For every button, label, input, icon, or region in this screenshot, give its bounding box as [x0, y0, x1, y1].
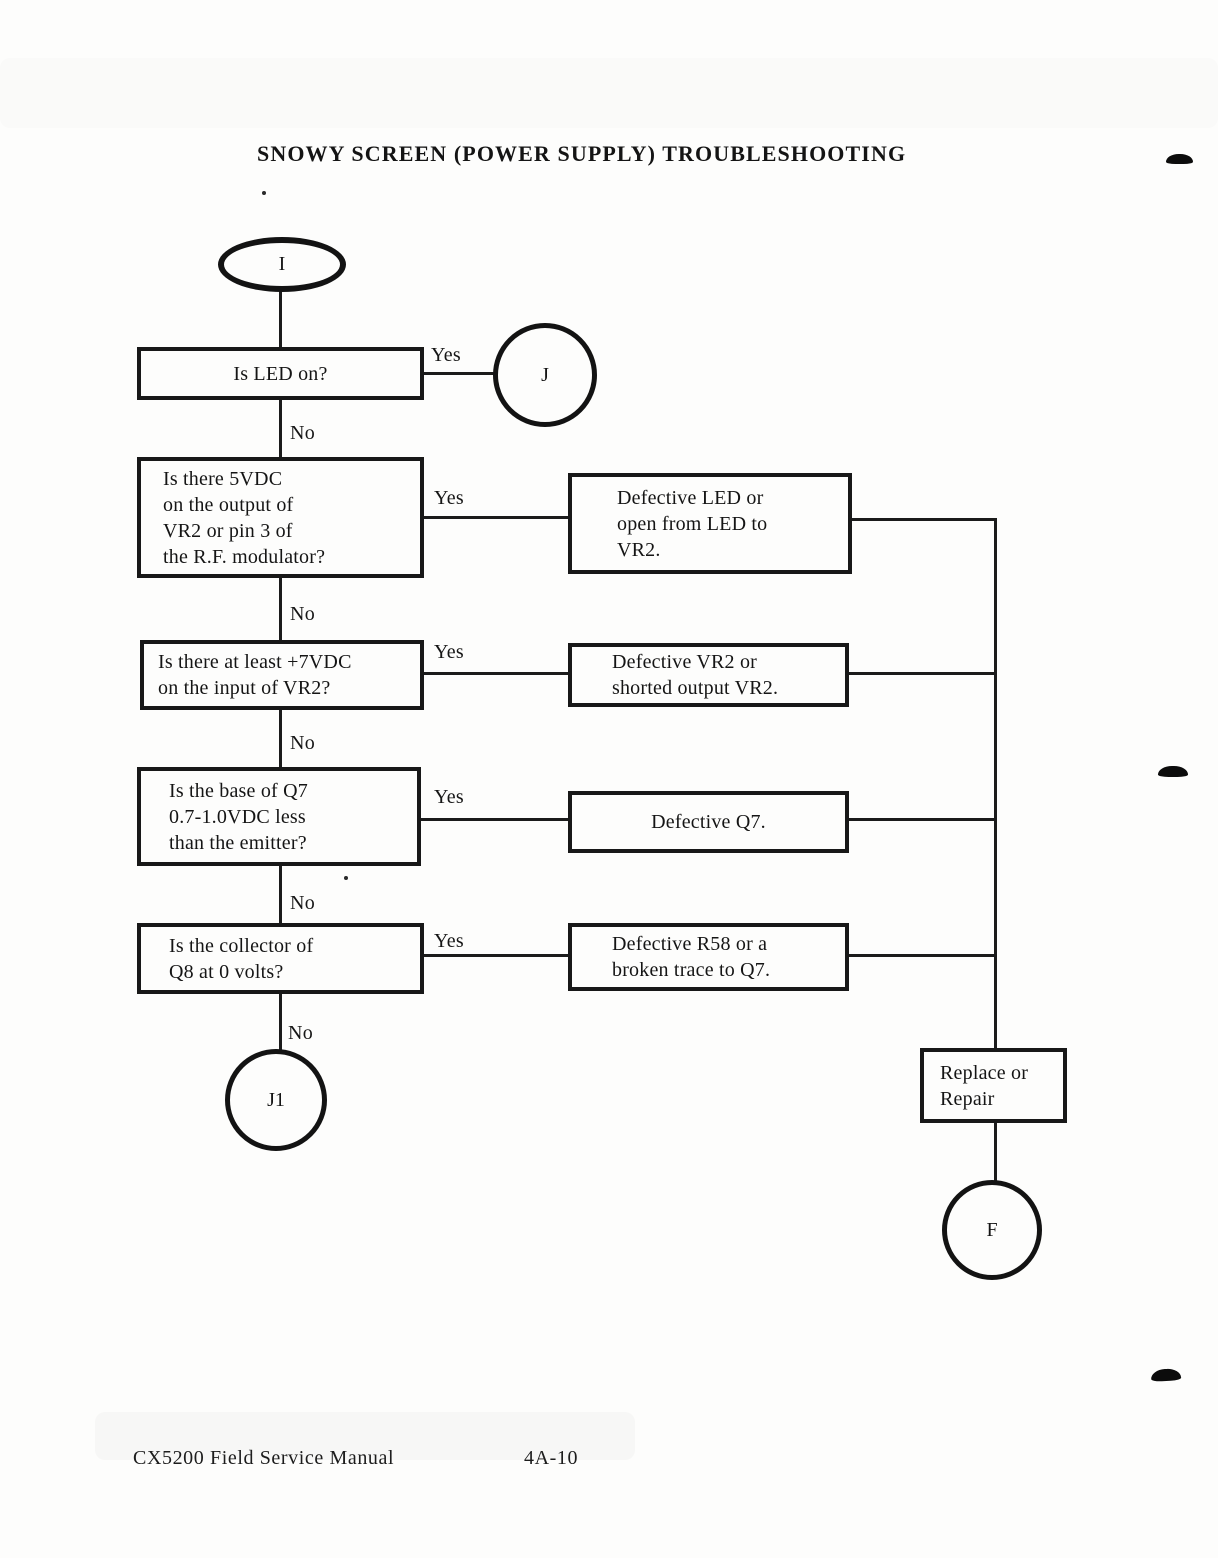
decision-line: Is the base of Q7	[169, 779, 308, 802]
page-title: SNOWY SCREEN (POWER SUPPLY) TROUBLESHOOT…	[257, 141, 907, 166]
footer-page-number: 4A-10	[524, 1447, 579, 1469]
action-line: Repair	[940, 1087, 995, 1110]
connector-no-3	[279, 706, 282, 769]
connector-no-1	[279, 398, 282, 459]
ink-speck	[344, 876, 348, 880]
terminal-f-label: F	[986, 1218, 998, 1241]
no-label: No	[290, 892, 316, 914]
no-label: No	[290, 422, 316, 444]
decision-box-q8-collector: Is the collector of Q8 at 0 volts?	[137, 923, 424, 994]
action-line: Replace or	[940, 1061, 1029, 1084]
fault-line: shorted output VR2.	[612, 677, 779, 699]
decision-box-5vdc: Is there 5VDC on the output of VR2 or pi…	[137, 457, 424, 578]
decision-line: the R.F. modulator?	[163, 545, 326, 568]
terminal-j: J	[493, 323, 597, 427]
terminal-start: I	[218, 237, 346, 292]
fault-line: Defective R58 or a	[612, 933, 768, 955]
connector-no-4	[279, 863, 282, 925]
no-label: No	[290, 732, 316, 754]
fault-line: Defective VR2 or	[612, 651, 758, 673]
yes-label: Yes	[434, 786, 465, 808]
decision-line: Is there 5VDC	[163, 467, 283, 490]
binder-mark	[1158, 766, 1188, 777]
terminal-start-label: I	[278, 253, 286, 275]
yes-label: Yes	[434, 930, 465, 952]
footer-manual-name: CX5200 Field Service Manual	[133, 1447, 395, 1469]
binder-mark	[1166, 154, 1193, 164]
terminal-f: F	[942, 1180, 1042, 1280]
fault-line: open from LED to	[617, 512, 768, 535]
decision-line: Q8 at 0 volts?	[169, 960, 284, 983]
decision-line: Is the collector of	[169, 934, 314, 957]
action-box-replace-repair: Replace or Repair	[920, 1048, 1067, 1123]
connector-start-to-led	[279, 289, 282, 349]
connector-yes-3	[422, 672, 570, 675]
scan-shading	[95, 1412, 635, 1460]
connector-yes-1	[422, 372, 496, 375]
decision-line: than the emitter?	[169, 831, 307, 854]
no-label: No	[288, 1022, 314, 1044]
decision-line: on the output of	[163, 493, 294, 516]
connector-no-2	[279, 576, 282, 642]
yes-label: Yes	[434, 641, 465, 663]
connector-fault-3-out	[846, 818, 997, 821]
ink-speck	[262, 191, 266, 195]
connector-action-to-f	[994, 1120, 997, 1182]
decision-line: 0.7-1.0VDC less	[169, 805, 306, 828]
fault-line: broken trace to Q7.	[612, 959, 771, 981]
terminal-j1-label: J1	[267, 1088, 285, 1111]
fault-line: Defective Q7.	[651, 811, 766, 833]
decision-box-led-on: Is LED on?	[137, 347, 424, 400]
binder-mark	[1150, 1368, 1182, 1382]
connector-fault-4-out	[846, 954, 997, 957]
decision-line: on the input of VR2?	[158, 677, 331, 699]
fault-box-q7: Defective Q7.	[568, 791, 849, 853]
scan-shading	[0, 58, 1218, 128]
yes-label: Yes	[434, 487, 465, 509]
connector-fault-2-out	[846, 672, 997, 675]
decision-box-q7-base: Is the base of Q7 0.7-1.0VDC less than t…	[137, 767, 421, 866]
fault-box-led: Defective LED or open from LED to VR2.	[568, 473, 852, 574]
decision-line: Is LED on?	[233, 362, 328, 385]
fault-box-r58: Defective R58 or a broken trace to Q7.	[568, 923, 849, 991]
fault-line: Defective LED or	[617, 486, 764, 509]
connector-no-5	[279, 991, 282, 1052]
fault-line: VR2.	[617, 538, 661, 561]
connector-yes-2	[422, 516, 570, 519]
connector-right-trunk	[994, 518, 997, 1050]
decision-line: Is there at least +7VDC	[158, 651, 352, 673]
fault-box-vr2: Defective VR2 or shorted output VR2.	[568, 643, 849, 707]
decision-line: VR2 or pin 3 of	[163, 519, 293, 542]
connector-yes-5	[422, 954, 570, 957]
connector-fault-1-out	[848, 518, 997, 521]
decision-box-7vdc: Is there at least +7VDC on the input of …	[140, 640, 424, 710]
terminal-j-label: J	[541, 363, 549, 386]
yes-label: Yes	[431, 344, 462, 366]
no-label: No	[290, 603, 316, 625]
connector-yes-4	[418, 818, 570, 821]
terminal-j1: J1	[225, 1049, 327, 1151]
